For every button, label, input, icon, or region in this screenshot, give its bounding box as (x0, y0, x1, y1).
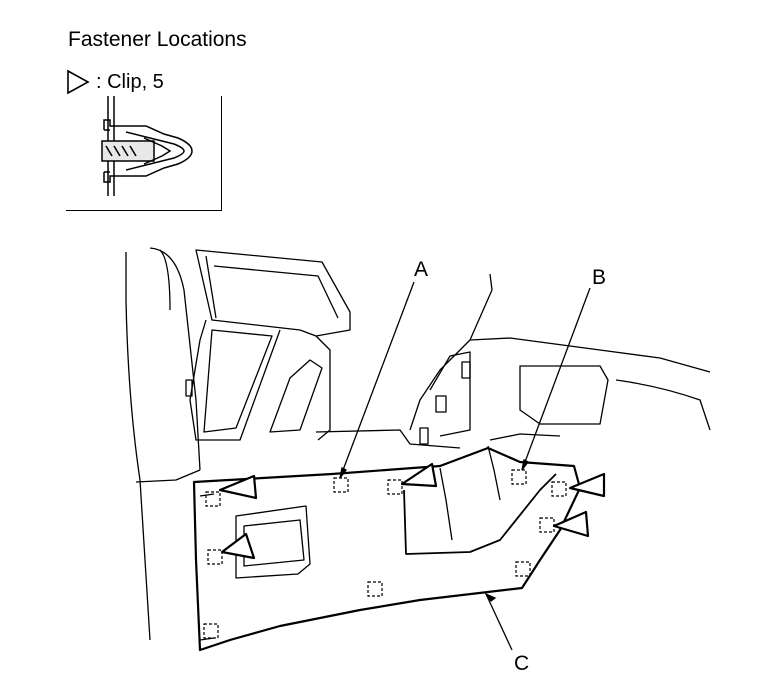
clip-marker-8 (203, 623, 219, 639)
clip-markers (203, 469, 567, 639)
clip-triangle-icon (568, 472, 606, 498)
left-edge-line (125, 252, 151, 641)
lower-panel-outline (192, 446, 582, 652)
clip-marker-6 (515, 561, 531, 577)
clip-triangle-icon (220, 532, 256, 560)
clip-detail-inset (66, 96, 222, 211)
callout-a: A (414, 258, 429, 281)
clip-marker-1 (205, 491, 221, 507)
clip-triangle-icon (66, 69, 90, 95)
page-title: Fastener Locations (68, 28, 247, 51)
clip-marker-4 (551, 481, 567, 497)
clip-triangle-icon (400, 462, 438, 488)
clip-marker-3 (387, 479, 403, 495)
clip-marker-b (511, 469, 527, 485)
legend: : Clip, 5 (66, 69, 164, 95)
callout-c: C (514, 652, 530, 675)
legend-label: : Clip, 5 (96, 70, 164, 93)
clip-marker-5 (539, 517, 555, 533)
callout-b: B (592, 266, 607, 289)
clip-triangle-icon (218, 474, 258, 500)
leader-line-c (485, 593, 513, 651)
upper-storage (195, 249, 351, 337)
clip-marker-7 (367, 581, 383, 597)
leader-line-a (339, 281, 415, 479)
clip-detail-illustration (101, 96, 193, 196)
clip-marker-a (333, 477, 349, 493)
leader-line-b (521, 287, 591, 471)
clip-marker-2 (207, 549, 223, 565)
clip-triangle-icon (552, 510, 590, 538)
